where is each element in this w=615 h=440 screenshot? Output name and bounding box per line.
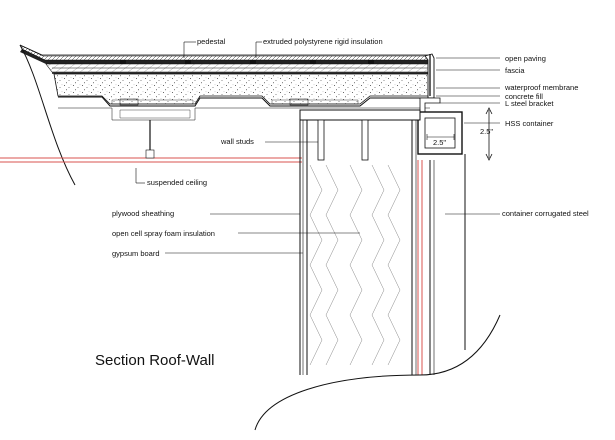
label-hss: HSS container	[505, 119, 554, 128]
label-plywood: plywood sheathing	[112, 209, 174, 218]
l-steel-bracket	[419, 97, 441, 113]
roof-assembly	[19, 44, 433, 121]
label-waterproof-membrane: waterproof membrane	[504, 83, 578, 92]
label-gypsum: gypsum board	[112, 249, 160, 258]
label-wall-studs: wall studs	[220, 137, 254, 146]
suspended-ceiling	[0, 120, 302, 163]
label-pedestal: pedestal	[197, 37, 226, 46]
foam-insulation	[309, 164, 401, 366]
dim-height-label: 2.5"	[480, 127, 493, 136]
leaders	[135, 41, 500, 254]
wall-assembly	[299, 109, 466, 375]
label-open-paving: open paving	[505, 54, 546, 63]
pedestals	[120, 60, 374, 64]
label-xps: extruded polystyrene rigid insulation	[263, 37, 383, 46]
label-foam: open cell spray foam insulation	[112, 229, 215, 238]
label-suspended-ceiling: suspended ceiling	[147, 178, 207, 187]
drawing-title: Section Roof-Wall	[95, 352, 215, 369]
label-corrugated-steel: container corrugated steel	[502, 209, 589, 218]
label-l-bracket: L steel bracket	[505, 99, 554, 108]
break-line-bottom	[254, 314, 501, 431]
dim-width-label: 2.5"	[433, 138, 446, 147]
metal-deck	[58, 96, 430, 107]
hss-container	[417, 111, 463, 155]
break-line-left	[19, 44, 76, 186]
label-fascia: fascia	[505, 66, 525, 75]
dimension-height	[485, 107, 493, 161]
label-concrete-fill: concrete fill	[505, 92, 543, 101]
concrete-fill	[53, 73, 431, 105]
wall-stud	[317, 119, 325, 161]
wall-stud	[361, 119, 369, 161]
